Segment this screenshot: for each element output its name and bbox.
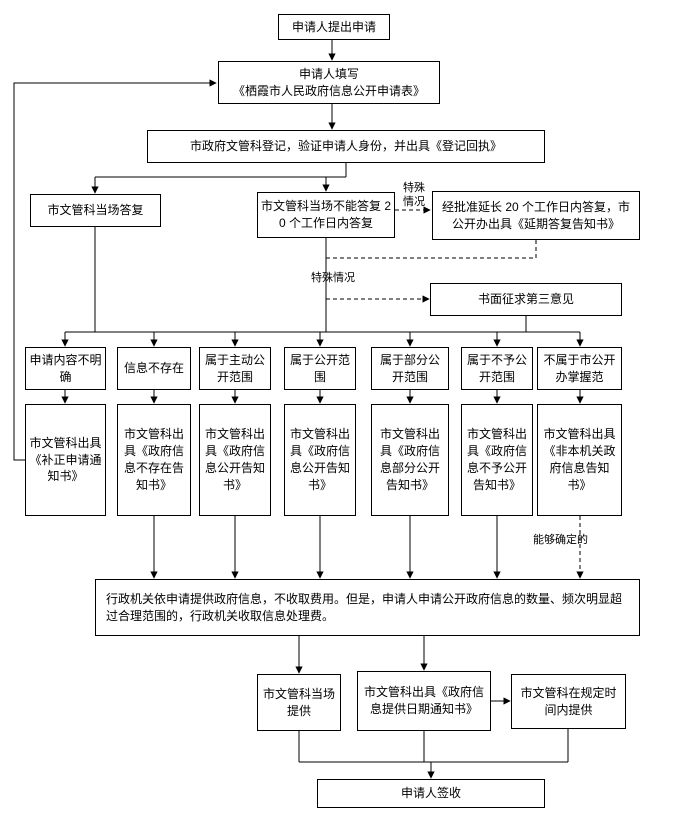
- node-result-disclosure-notice-1: 市文管科出具《政府信息公开告知书》: [199, 404, 271, 516]
- node-condition-unclear: 申请内容不明确: [25, 347, 106, 390]
- node-result-other-agency-notice: 市文管科出具《非本机关政府信息告知书》: [537, 404, 622, 516]
- node-register: 市政府文管科登记，验证申请人身份，并出具《登记回执》: [147, 130, 545, 163]
- node-reply-onspot: 市文管科当场答复: [30, 194, 161, 227]
- node-result-not-exist-notice: 市文管科出具《政府信息不存在告知书》: [117, 404, 191, 516]
- node-condition-disclosable: 属于公开范围: [284, 347, 356, 390]
- node-third-party-opinion: 书面征求第三意见: [430, 283, 622, 316]
- node-reply-within-20days: 市文管科当场不能答复 20 个工作日内答复: [257, 192, 395, 238]
- node-fill-form: 申请人填写 《栖霞市人民政府信息公开申请表》: [218, 61, 440, 104]
- label-special-case-mid: 特殊情况: [311, 272, 355, 284]
- node-condition-partial-disclosure: 属于部分公开范围: [371, 347, 449, 390]
- node-condition-non-disclosable: 属于不予公开范围: [461, 347, 533, 390]
- label-special-case-top: 特殊情况: [403, 182, 425, 209]
- node-provide-date-notice: 市文管科出具《政府信息提供日期通知书》: [357, 671, 491, 731]
- node-condition-not-held: 不属于市公开办掌握范: [537, 347, 622, 390]
- node-result-partial-disclosure-notice: 市文管科出具《政府信息部分公开告知书》: [371, 404, 449, 516]
- node-extend-reply: 经批准延长 20 个工作日内答复，市公开办出具《延期答复告知书》: [432, 191, 640, 240]
- node-fee-statement: 行政机关依申请提供政府信息，不收取费用。但是，申请人申请公开政府信息的数量、频次…: [95, 579, 640, 636]
- node-provide-onspot: 市文管科当场提供: [257, 674, 341, 731]
- node-result-non-disclosure-notice: 市文管科出具《政府信息不予公开告知书》: [461, 404, 533, 516]
- label-can-confirm: 能够确定的: [533, 534, 588, 546]
- node-condition-proactive-disclosure: 属于主动公开范围: [199, 347, 271, 390]
- node-result-supplement-notice: 市文管科出具《补正申请通知书》: [25, 404, 106, 516]
- node-provide-within-time: 市文管科在规定时间内提供: [511, 674, 626, 729]
- node-start: 申请人提出申请: [278, 14, 390, 40]
- node-sign-receipt: 申请人签收: [317, 779, 545, 808]
- node-result-disclosure-notice-2: 市文管科出具《政府信息公开告知书》: [284, 404, 356, 516]
- node-condition-not-exist: 信息不存在: [117, 347, 191, 390]
